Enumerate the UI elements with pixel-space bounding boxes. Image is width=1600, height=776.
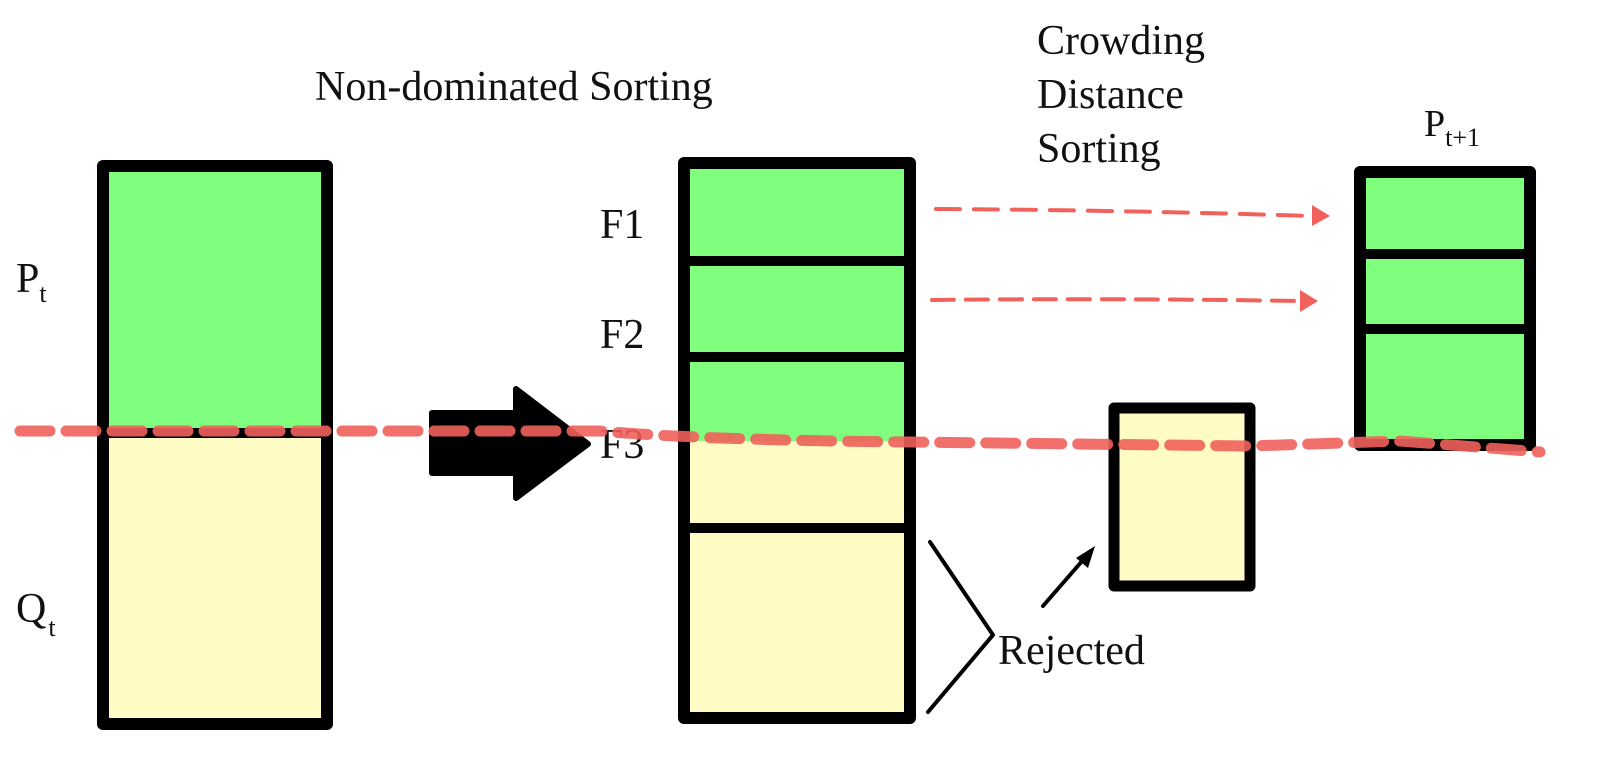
crowding-distance-label-line2: Distance	[1037, 72, 1184, 118]
front-f3-accepted-block	[684, 357, 910, 441]
f1-label: F1	[600, 202, 644, 248]
rejected-label: Rejected	[998, 628, 1145, 674]
parent-population-block	[103, 166, 327, 433]
f2-label: F2	[600, 312, 644, 358]
sorting-arrow-icon	[429, 386, 591, 501]
sorted-fronts-column	[678, 157, 916, 724]
next-population-column	[1354, 166, 1536, 451]
next-front-f1-block	[1360, 172, 1530, 254]
crowding-distance-label-line1: Crowding	[1037, 18, 1205, 64]
rejected-brace-icon	[926, 540, 995, 714]
crowding-sorted-fill	[1114, 408, 1250, 586]
transfer-arrow-f2-head	[1300, 290, 1318, 312]
crowding-distance-label-line3: Sorting	[1037, 126, 1161, 172]
transfer-arrow-f1-line	[934, 207, 1314, 218]
p-t-label: Pt	[16, 256, 47, 308]
non-dominated-sorting-title: Non-dominated Sorting	[315, 64, 713, 110]
population-cutoff-line	[14, 425, 1546, 458]
rejected-fronts-block	[684, 528, 910, 718]
combined-population-outline	[97, 160, 333, 730]
front-f1-block	[684, 163, 910, 261]
transfer-arrow-f2	[930, 290, 1318, 312]
next-front-f3-block	[1360, 329, 1530, 445]
p-t-plus-1-label: Pt+1	[1424, 103, 1480, 152]
rejected-pointer-arrow	[1041, 546, 1095, 608]
crowding-sorted-outline	[1108, 402, 1256, 592]
q-t-label: Qt	[16, 586, 56, 642]
rejected-pointer-arrow-head	[1076, 546, 1095, 568]
offspring-population-block	[103, 433, 327, 724]
transfer-arrow-f1	[934, 205, 1330, 226]
transfer-arrow-f2-line	[930, 297, 1300, 303]
combined-population-column	[97, 160, 333, 730]
crowding-sorted-box	[1108, 402, 1256, 592]
front-f2-block	[684, 261, 910, 357]
transfer-arrow-f1-head	[1312, 205, 1330, 226]
next-front-f2-block	[1360, 254, 1530, 329]
rejected-pointer-arrow-line	[1041, 558, 1085, 608]
front-f3-rejected-block	[684, 441, 910, 528]
